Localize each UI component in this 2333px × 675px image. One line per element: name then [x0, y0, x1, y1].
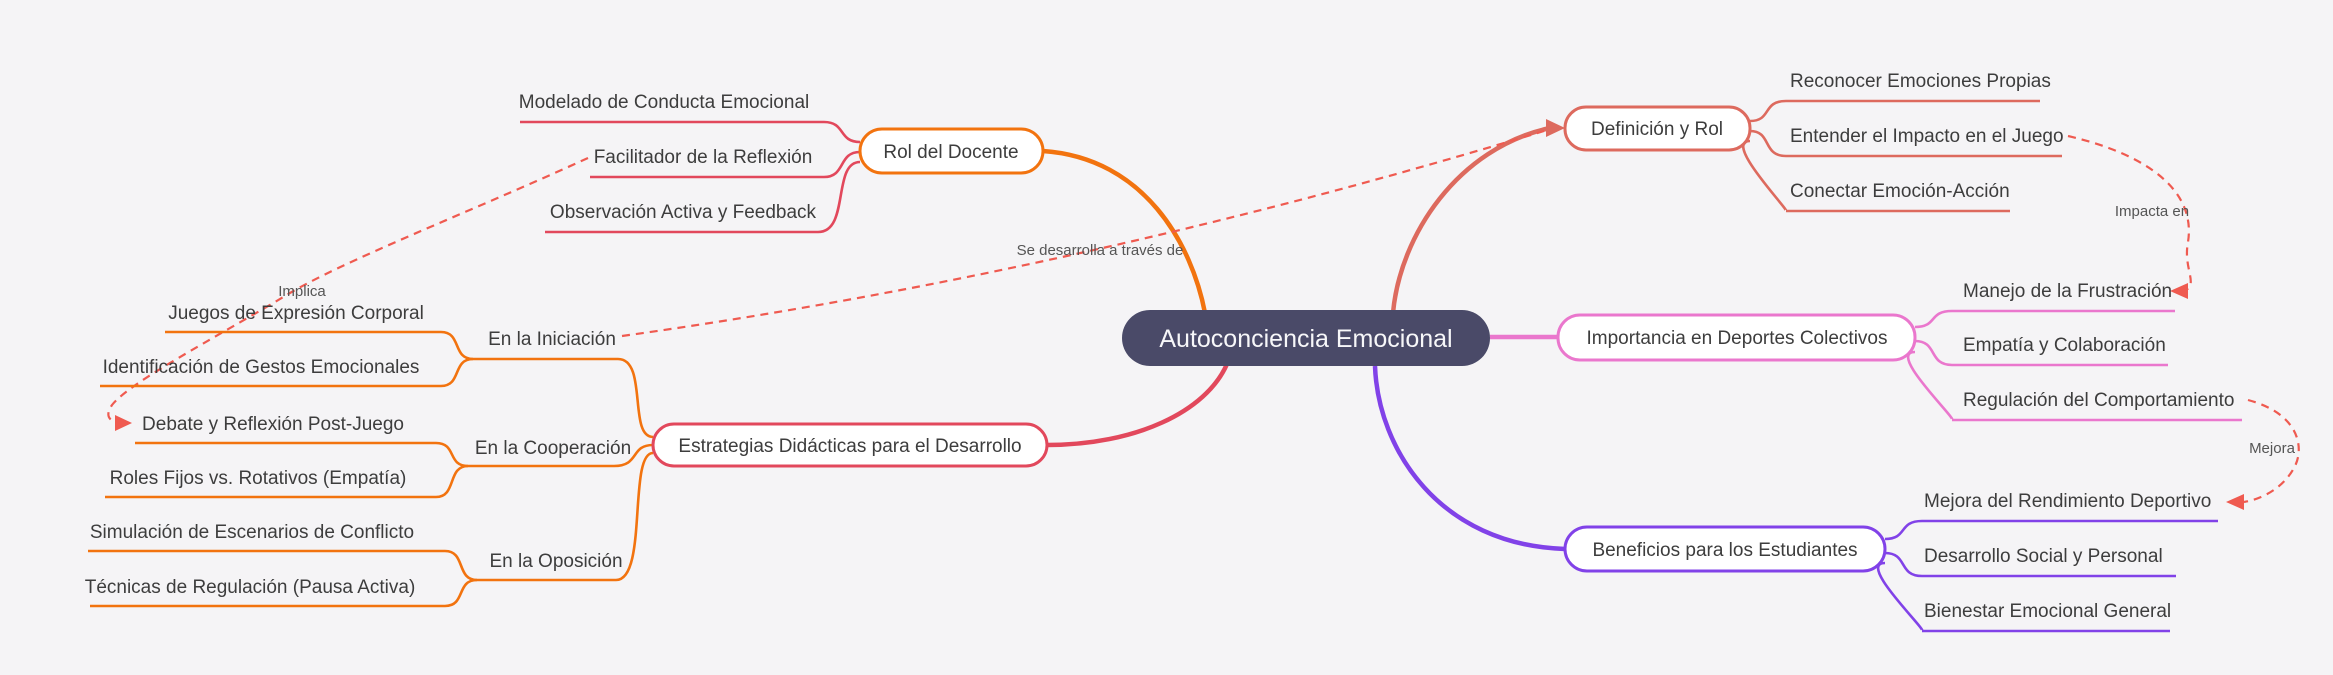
edge-iniciacion-juegos: [165, 330, 474, 361]
leaf-debate-reflexion[interactable]: Debate y Reflexión Post-Juego: [142, 414, 404, 435]
link-label-implica: Implica: [278, 283, 326, 300]
node-label-definicion-y-rol: Definición y Rol: [1591, 119, 1723, 140]
edge-beneficios-desarrollo: [1884, 551, 2176, 578]
leaf-desarrollo-social[interactable]: Desarrollo Social y Personal: [1924, 546, 2163, 567]
subnode-en-la-oposicion[interactable]: En la Oposición: [489, 551, 622, 572]
node-label-importancia-deportes: Importancia en Deportes Colectivos: [1587, 328, 1888, 349]
leaf-entender-impacto[interactable]: Entender el Impacto en el Juego: [1790, 126, 2064, 147]
edge-estrategias-cooperacion: [468, 443, 654, 468]
edge-estrategias-iniciacion: [473, 357, 654, 439]
node-beneficios-estudiantes[interactable]: [1563, 525, 1887, 573]
node-autoconciencia-emocional[interactable]: [1122, 310, 1490, 366]
leaf-mejora-rendimiento[interactable]: Mejora del Rendimiento Deportivo: [1924, 491, 2211, 512]
edge-center-beneficios: [1372, 365, 1566, 552]
edge-cooperacion-debate: [135, 441, 469, 468]
link-label-impacta-en: Impacta en: [2115, 203, 2189, 220]
leaf-bienestar-emocional[interactable]: Bienestar Emocional General: [1924, 601, 2171, 622]
edge-definicion-reconocer: [1749, 99, 2040, 123]
leaf-roles-fijos-rotativos[interactable]: Roles Fijos vs. Rotativos (Empatía): [110, 468, 407, 489]
leaf-conectar-emocion-accion[interactable]: Conectar Emoción-Acción: [1790, 181, 2010, 202]
edge-importancia-manejo: [1914, 309, 2175, 329]
node-importancia-deportes[interactable]: [1556, 313, 1917, 362]
dashed-link-se-desarrolla: [621, 129, 1545, 338]
edge-estrategias-oposicion: [477, 451, 654, 582]
node-rol-del-docente[interactable]: [858, 127, 1045, 175]
node-label-estrategias-didacticas: Estrategias Didácticas para el Desarroll…: [678, 436, 1021, 457]
leaf-observacion-feedback[interactable]: Observación Activa y Feedback: [550, 202, 817, 223]
leaf-simulacion-conflicto[interactable]: Simulación de Escenarios de Conflicto: [90, 522, 414, 543]
edge-beneficios-mejora: [1884, 519, 2218, 541]
dashed-link-impacta-en: [2067, 134, 2192, 291]
node-estrategias-didacticas[interactable]: [651, 422, 1049, 468]
edge-iniciacion-identificacion: [100, 357, 474, 388]
edge-oposicion-tecnicas: [90, 578, 478, 608]
edge-center-estrategias: [1046, 363, 1230, 448]
edge-definicion-entender: [1749, 129, 2062, 158]
edge-rol-facilitador: [590, 150, 861, 179]
subnode-en-la-cooperacion[interactable]: En la Cooperación: [475, 438, 631, 459]
node-definicion-y-rol[interactable]: [1563, 105, 1752, 152]
leaf-juegos-expresion[interactable]: Juegos de Expresión Corporal: [168, 303, 424, 324]
node-label-rol-del-docente: Rol del Docente: [883, 142, 1018, 163]
edge-rol-modelado: [520, 120, 861, 144]
arrowhead-definicion: [1546, 119, 1565, 137]
node-label-beneficios-estudiantes: Beneficios para los Estudiantes: [1592, 540, 1857, 561]
edge-cooperacion-roles: [105, 464, 469, 499]
link-label-mejora: Mejora: [2249, 440, 2296, 457]
edge-center-rol-docente: [1042, 148, 1208, 314]
node-label-autoconciencia-emocional: Autoconciencia Emocional: [1159, 325, 1452, 353]
leaf-modelado-conducta[interactable]: Modelado de Conducta Emocional: [519, 92, 809, 113]
arrowhead-implica: [115, 415, 132, 431]
edge-importancia-empatia: [1914, 339, 2168, 367]
leaf-tecnicas-regulacion[interactable]: Técnicas de Regulación (Pausa Activa): [85, 577, 416, 598]
leaf-identificacion-gestos[interactable]: Identificación de Gestos Emocionales: [103, 357, 420, 378]
leaf-reconocer-emociones[interactable]: Reconocer Emociones Propias: [1790, 71, 2051, 92]
link-label-se-desarrolla: Se desarrolla a través de: [1017, 242, 1184, 259]
arrowhead-impacta-en: [2170, 283, 2188, 299]
leaf-regulacion-comportamiento[interactable]: Regulación del Comportamiento: [1963, 390, 2234, 411]
subnode-en-la-iniciacion[interactable]: En la Iniciación: [488, 329, 616, 350]
arrowhead-mejora: [2226, 494, 2244, 510]
leaf-empatia-colaboracion[interactable]: Empatía y Colaboración: [1963, 335, 2166, 356]
edge-oposicion-simulacion: [88, 549, 478, 582]
leaf-facilitador-reflexion[interactable]: Facilitador de la Reflexión: [594, 147, 813, 168]
edge-rol-observacion: [545, 160, 861, 234]
dashed-link-implica: [107, 156, 589, 425]
leaf-manejo-frustracion[interactable]: Manejo de la Frustración: [1963, 281, 2172, 302]
